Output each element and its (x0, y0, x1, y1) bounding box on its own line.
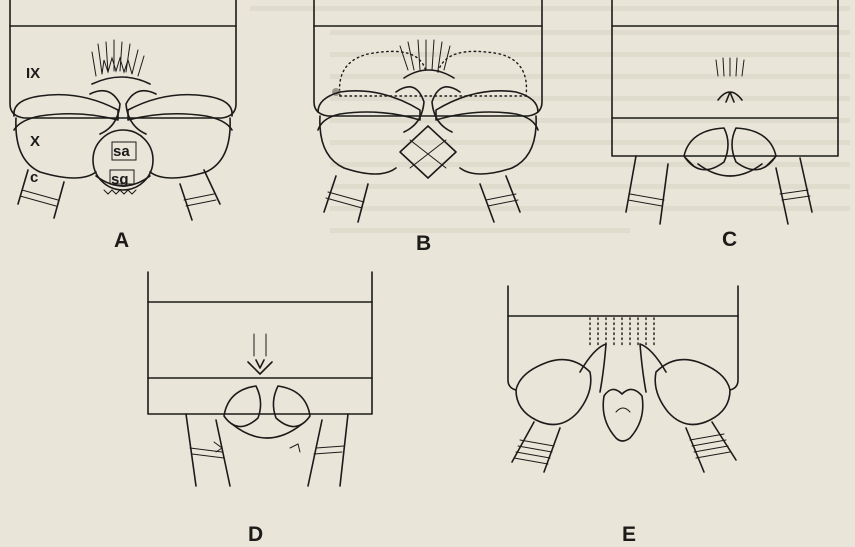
panel-label-d: D (248, 523, 263, 546)
panel-label-b: B (416, 232, 431, 255)
segment-label-ix: IX (26, 65, 40, 82)
panel-label-a: A (114, 229, 129, 252)
panel-d-drawing (148, 272, 372, 486)
bleed-through-text (250, 6, 850, 233)
panel-e-drawing (508, 286, 738, 472)
panel-label-e: E (622, 523, 636, 546)
structure-label-sa: sa (113, 143, 130, 160)
structure-label-sg: sg (111, 171, 129, 188)
segment-label-x: X (30, 133, 40, 150)
panel-label-c: C (722, 228, 737, 251)
structure-label-c: c (30, 169, 38, 186)
